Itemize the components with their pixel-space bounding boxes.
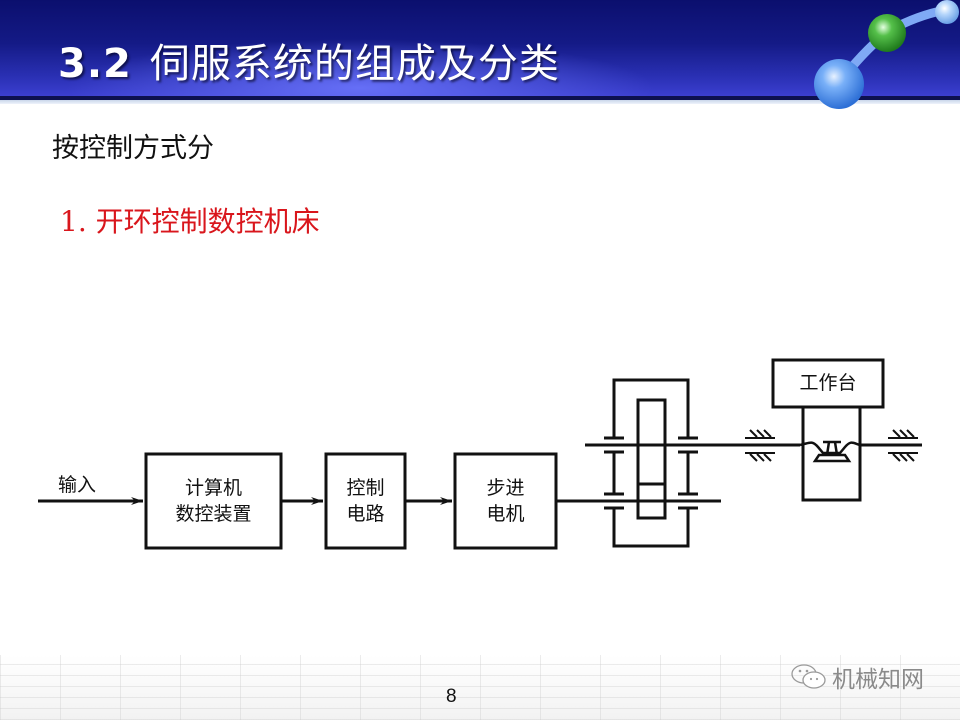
bearing-icon	[745, 429, 775, 462]
subtitle: 按控制方式分	[52, 133, 214, 164]
block-label-line2: 电机	[486, 503, 525, 525]
leadscrew-nut-icon	[812, 440, 852, 463]
slide-header	[0, 0, 960, 96]
slide-title: 3.2 伺服系统的组成及分类	[58, 38, 560, 90]
molecule-logo	[814, 0, 959, 109]
block-stepper-motor: 步进 电机	[455, 475, 556, 527]
block-label-line1: 控制	[346, 477, 385, 499]
watermark: 机械知网	[790, 660, 924, 694]
block-cnc-device: 计算机 数控装置	[146, 475, 281, 527]
open-loop-block-diagram	[38, 358, 922, 550]
block-label-line2: 电路	[346, 503, 385, 525]
header-divider-light	[0, 100, 960, 104]
page-number: 8	[446, 686, 457, 707]
block-label-line1: 步进	[486, 477, 525, 499]
worktable-label: 工作台	[799, 372, 857, 394]
block-label-line2: 数控装置	[175, 503, 252, 525]
list-item-open-loop: 1. 开环控制数控机床	[60, 205, 320, 238]
wechat-icon	[791, 664, 826, 689]
bearing-icon	[888, 429, 918, 462]
block-control-circuit: 控制 电路	[326, 475, 405, 527]
section-number: 3.2	[58, 41, 132, 87]
input-label: 输入	[58, 474, 97, 496]
watermark-text: 机械知网	[832, 667, 924, 693]
block-label-line1: 计算机	[184, 477, 242, 499]
title-text: 伺服系统的组成及分类	[149, 41, 560, 87]
header-divider	[0, 96, 960, 100]
